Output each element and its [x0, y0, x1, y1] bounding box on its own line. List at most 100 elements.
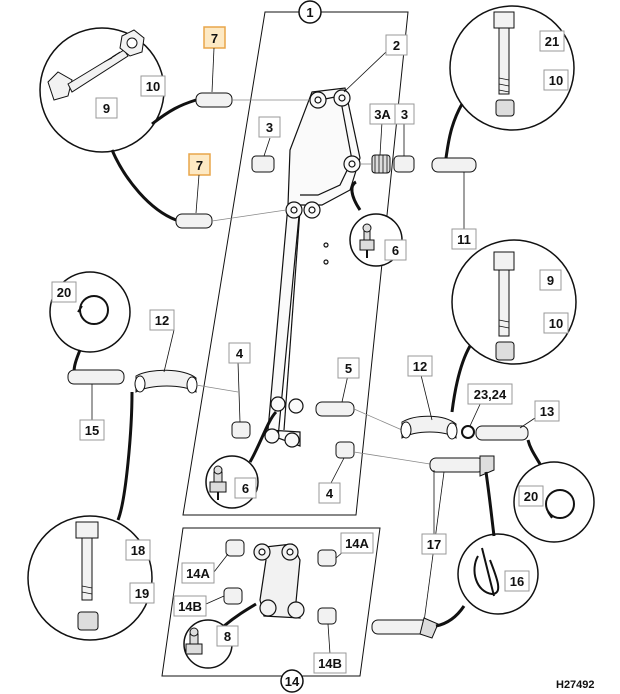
svg-text:14: 14 — [285, 674, 300, 689]
leader-lines — [163, 51, 536, 655]
svg-text:20: 20 — [524, 489, 538, 504]
callout-3-right: 3 — [394, 103, 415, 125]
svg-text:2: 2 — [393, 38, 400, 53]
bush-5 — [315, 401, 355, 417]
svg-text:9: 9 — [547, 273, 554, 288]
svg-text:3: 3 — [266, 120, 273, 135]
callout-17: 17 — [421, 533, 447, 555]
svg-text:10: 10 — [549, 316, 563, 331]
svg-text:9: 9 — [103, 101, 110, 116]
callout-3A: 3A — [369, 103, 396, 125]
figure-reference: H27492 — [556, 679, 595, 691]
svg-text:14A: 14A — [345, 536, 369, 551]
pin-15 — [67, 369, 125, 385]
callout-11: 11 — [451, 228, 477, 250]
bush-3-left — [251, 155, 275, 173]
callout-14A-right: 14A — [340, 532, 374, 554]
svg-text:10: 10 — [146, 79, 160, 94]
bush-14A-right — [317, 549, 337, 567]
callout-13: 13 — [534, 400, 560, 422]
callout-20-left: 20 — [51, 281, 77, 303]
callout-14: 14 — [280, 669, 304, 693]
pin-17 — [371, 455, 495, 639]
svg-text:10: 10 — [549, 73, 563, 88]
svg-text:5: 5 — [345, 361, 352, 376]
callout-4-lower: 4 — [318, 482, 341, 504]
svg-text:1: 1 — [306, 5, 313, 20]
callout-9-right: 9 — [539, 269, 562, 291]
svg-text:H27492: H27492 — [556, 679, 595, 691]
callout-9-left: 9 — [95, 97, 118, 119]
callout-4-upper: 4 — [228, 342, 251, 364]
spring-3A — [371, 154, 391, 174]
svg-text:21: 21 — [545, 34, 559, 49]
pin-7-lower — [175, 209, 287, 229]
callout-15: 15 — [79, 419, 105, 441]
detail-circle-bolt-9 — [39, 27, 197, 222]
callout-14B-right: 14B — [313, 652, 347, 674]
callout-19: 19 — [129, 582, 155, 604]
pin-13 — [475, 425, 529, 441]
callout-18: 18 — [125, 539, 151, 561]
callout-16: 16 — [504, 570, 530, 592]
bush-14B-left — [223, 587, 243, 605]
svg-text:18: 18 — [131, 543, 145, 558]
callout-14A-left: 14A — [181, 562, 215, 584]
assembly-frame-lower — [161, 527, 381, 677]
svg-text:13: 13 — [540, 404, 554, 419]
callout-21: 21 — [539, 30, 565, 52]
callout-1: 1 — [298, 0, 322, 24]
bush-14A-left — [225, 539, 245, 557]
callout-2: 2 — [385, 34, 408, 56]
callout-20-right: 20 — [518, 485, 544, 507]
callout-14B-left: 14B — [173, 595, 207, 617]
callout-3-left: 3 — [258, 116, 281, 138]
svg-text:15: 15 — [85, 423, 99, 438]
detail-circle-circlip-20-right — [513, 439, 595, 543]
svg-text:14B: 14B — [318, 656, 342, 671]
svg-text:19: 19 — [135, 586, 149, 601]
link-14 — [253, 543, 305, 619]
svg-text:14A: 14A — [186, 566, 210, 581]
washer-23-24 — [461, 425, 475, 439]
callout-23-24: 23,24 — [467, 383, 513, 405]
svg-text:17: 17 — [427, 537, 441, 552]
arm-part — [264, 87, 361, 448]
svg-text:3: 3 — [401, 107, 408, 122]
svg-text:7: 7 — [211, 31, 218, 46]
callout-7-lower: 7 — [188, 153, 211, 176]
svg-text:20: 20 — [57, 285, 71, 300]
svg-text:3A: 3A — [374, 107, 391, 122]
callout-10-left: 10 — [140, 75, 166, 97]
callout-6-upper: 6 — [384, 239, 407, 261]
bracket-12-right — [400, 415, 458, 440]
pin-11 — [431, 157, 477, 173]
svg-text:12: 12 — [413, 359, 427, 374]
callout-10-right: 10 — [543, 312, 569, 334]
callout-12-right: 12 — [407, 355, 433, 377]
svg-text:11: 11 — [457, 232, 471, 247]
callout-5: 5 — [337, 357, 360, 379]
svg-text:12: 12 — [155, 313, 169, 328]
bush-4-lower — [335, 441, 355, 459]
svg-text:6: 6 — [242, 481, 249, 496]
pin-7-upper — [195, 92, 310, 108]
svg-text:7: 7 — [196, 158, 203, 173]
callout-12-left: 12 — [149, 309, 175, 331]
bush-4-upper — [231, 421, 251, 439]
detail-circle-lynch-pin-16 — [435, 471, 539, 628]
svg-text:4: 4 — [236, 346, 244, 361]
callout-10-top-right: 10 — [543, 69, 569, 91]
svg-text:14B: 14B — [178, 599, 202, 614]
svg-text:16: 16 — [510, 574, 524, 589]
svg-text:6: 6 — [392, 243, 399, 258]
bracket-12-left — [134, 369, 239, 394]
callout-6-lower: 6 — [234, 477, 257, 499]
bush-14B-right — [317, 607, 337, 625]
svg-text:23,24: 23,24 — [474, 387, 507, 402]
svg-text:4: 4 — [326, 486, 334, 501]
callout-7-upper: 7 — [203, 26, 226, 49]
assembly-frame-main — [182, 11, 409, 516]
